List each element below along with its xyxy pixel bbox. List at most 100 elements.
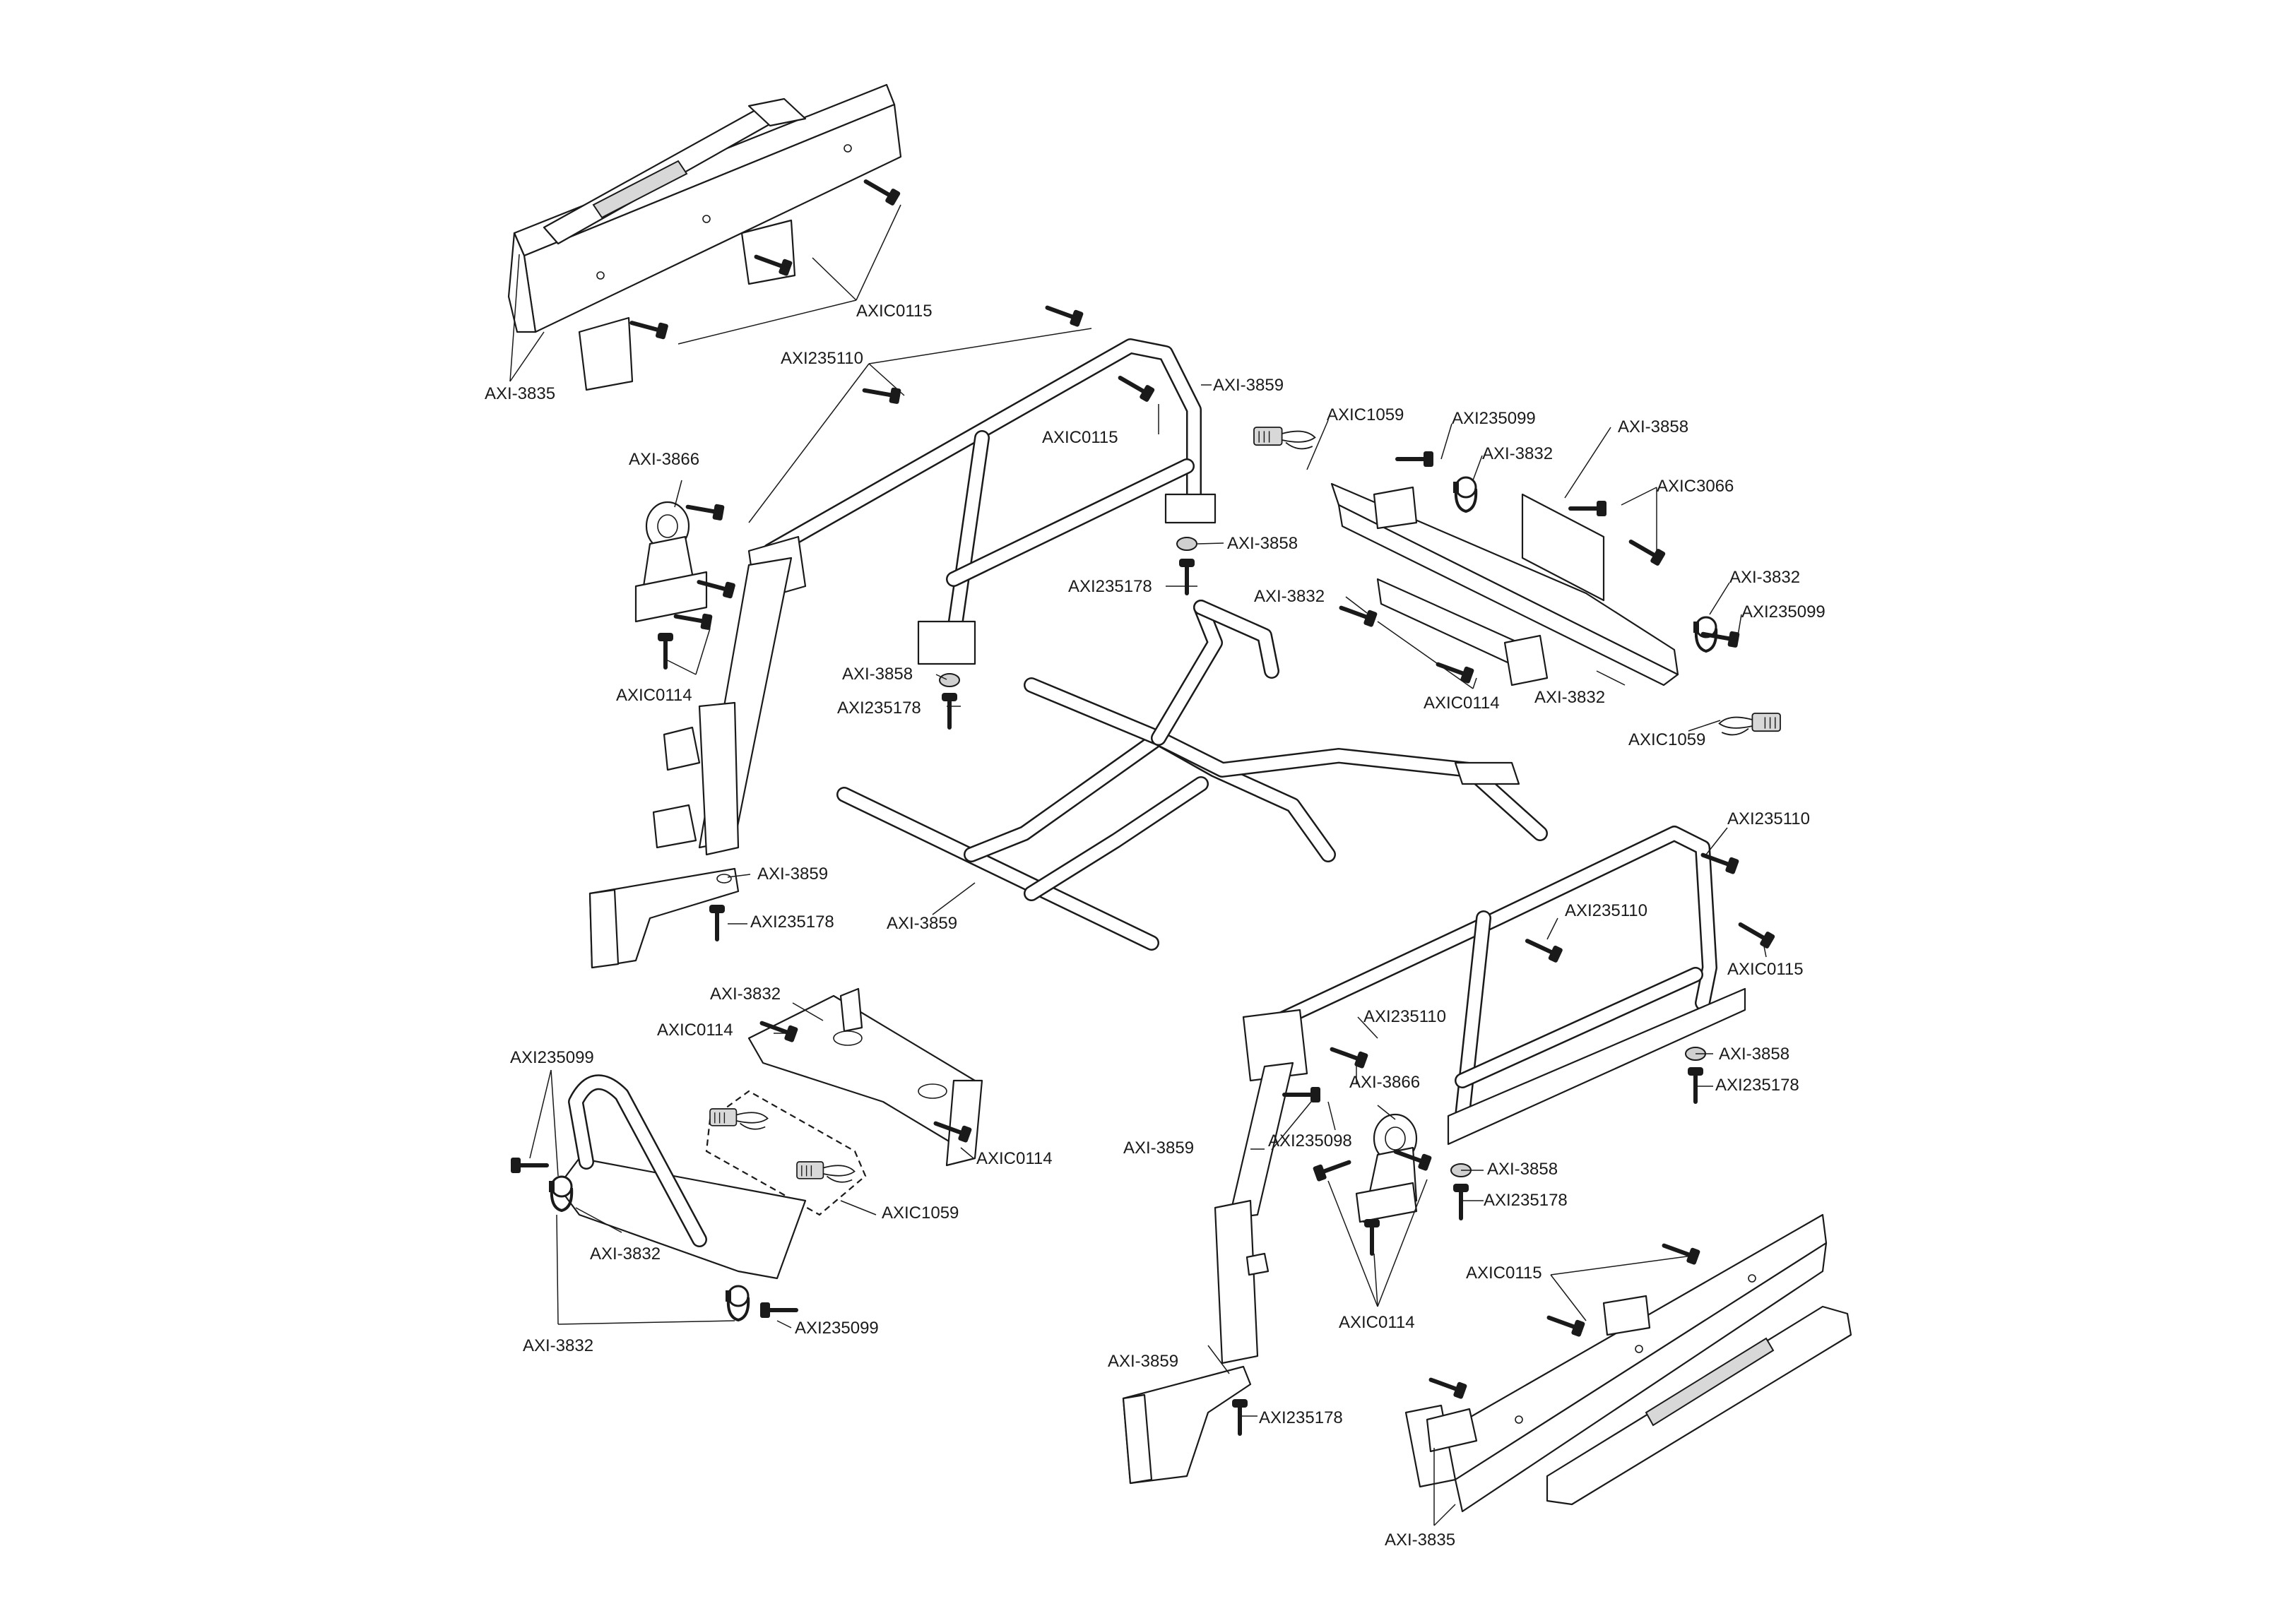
label-axi3859-left-foot: AXI-3859 — [757, 864, 828, 884]
label-axi3858-upper: AXI-3858 — [1227, 534, 1298, 553]
label-axi3859-center: AXI-3859 — [887, 914, 957, 933]
screw-tow-2 — [760, 1302, 796, 1318]
vscrew-top-1 — [1179, 559, 1195, 593]
label-axi3859-right-pillar: AXI-3859 — [1123, 1139, 1194, 1158]
label-axi3866-left: AXI-3866 — [629, 450, 699, 469]
label-axi3835-rear: AXI-3835 — [1385, 1530, 1455, 1550]
screw-front-bumper-1 — [862, 174, 901, 206]
label-axi3858-rear: AXI-3858 — [1719, 1045, 1789, 1064]
label-axi3832-right-lower: AXI-3832 — [1534, 688, 1605, 707]
label-axi3859-top: AXI-3859 — [1213, 376, 1284, 395]
left-pillar — [652, 557, 793, 856]
label-axic0114-right: AXIC0114 — [1424, 694, 1500, 713]
label-axi235099-top: AXI235099 — [1452, 409, 1536, 428]
vscrew-top-2 — [942, 693, 957, 727]
label-axi235178-rear: AXI235178 — [1715, 1076, 1799, 1095]
label-axic0114-hitch-right: AXIC0114 — [976, 1149, 1053, 1168]
screw-top-hoop-2 — [863, 383, 901, 405]
screw-right-bar-1 — [1339, 600, 1378, 627]
roll-cage-front-hoop — [747, 338, 1217, 665]
front-bumper-top — [507, 83, 902, 391]
vscrew-right-mount — [1364, 1219, 1380, 1254]
label-axic0114-right-mount: AXIC0114 — [1339, 1313, 1415, 1332]
label-axic1059-hitch: AXIC1059 — [882, 1203, 959, 1223]
vscrew-left-foot — [709, 905, 725, 939]
label-axi3835-front: AXI-3835 — [485, 384, 555, 403]
label-axi235098: AXI235098 — [1268, 1131, 1352, 1151]
clip-top-right — [1253, 427, 1316, 450]
label-axi235110-rear-3: AXI235110 — [1363, 1007, 1446, 1026]
label-axic0115-rear-bumper: AXIC0115 — [1466, 1264, 1542, 1283]
label-axi3832-hitch: AXI-3832 — [710, 985, 781, 1004]
screw-rear-bumper-3 — [1428, 1372, 1467, 1399]
label-axic0114-hitch: AXIC0114 — [657, 1021, 733, 1040]
clip-lower-right — [1718, 713, 1781, 736]
label-axi235110-rear-2: AXI235110 — [1565, 901, 1647, 920]
screw-top-hoop-1 — [1045, 300, 1084, 327]
label-axic0115-top: AXIC0115 — [1042, 428, 1118, 447]
label-axic0115-rear: AXIC0115 — [1727, 960, 1804, 979]
license-plate — [1521, 493, 1605, 602]
label-axi235099-lower-left: AXI235099 — [510, 1048, 594, 1067]
screw-top-hoop-4 — [1116, 371, 1155, 403]
part-labels: AXIC0115 AXI-3835 AXI235110 AXI-3859 AXI… — [485, 302, 1825, 1550]
label-axi3858-right-mount: AXI-3858 — [1487, 1160, 1558, 1179]
label-axi235178-right-mount: AXI235178 — [1484, 1191, 1568, 1210]
spare-tire-mount-right — [1355, 1113, 1418, 1223]
shackle-tow-1 — [548, 1175, 574, 1212]
label-axi235110-rear-1: AXI235110 — [1727, 809, 1810, 828]
rear-hitch-bar-left — [747, 987, 983, 1167]
roll-cage-rear-hoop — [1242, 826, 1746, 1146]
label-axi235099-right: AXI235099 — [1741, 602, 1825, 622]
label-axi3858-center: AXI-3858 — [842, 665, 913, 684]
screw-rear-bumper-2 — [1546, 1310, 1585, 1337]
screw-rear-bumper-1 — [1662, 1238, 1700, 1265]
label-axi3832-lower-left: AXI-3832 — [590, 1244, 661, 1264]
screw-rear-hoop-3 — [1736, 917, 1775, 949]
shackle-tow-2 — [724, 1285, 750, 1321]
screw-plate-2 — [1627, 535, 1666, 566]
screw-rear-hoop-5 — [1284, 1087, 1320, 1102]
spare-tire-mount-left — [634, 501, 708, 623]
label-axi235110-top: AXI235110 — [781, 349, 863, 368]
label-axi3832-right: AXI-3832 — [1729, 568, 1800, 587]
washer-top-1 — [1176, 537, 1197, 551]
label-axic1059-top: AXIC1059 — [1327, 405, 1404, 424]
label-axic0115-front: AXIC0115 — [856, 302, 933, 321]
label-axi235178-right-foot: AXI235178 — [1259, 1408, 1343, 1427]
clip-group-box — [705, 1090, 867, 1216]
screw-rear-hoop-2 — [1524, 934, 1563, 963]
rear-bumper-bottom — [1404, 1213, 1852, 1513]
label-axi3832-top: AXI-3832 — [1482, 444, 1553, 463]
label-axic3066: AXIC3066 — [1657, 477, 1734, 496]
label-axic0114-left: AXIC0114 — [616, 686, 692, 705]
screw-shackle-top — [1397, 451, 1433, 467]
screw-front-bumper-3 — [630, 316, 669, 340]
label-axi3832-bottom-left: AXI-3832 — [523, 1336, 593, 1355]
screw-right-bar-2 — [1436, 657, 1474, 684]
leader-lines — [509, 204, 1767, 1526]
label-axi235178-center: AXI235178 — [837, 698, 921, 718]
right-pillar — [1214, 1062, 1294, 1365]
right-foot-bracket — [1122, 1365, 1252, 1485]
rear-hitch-bar-right — [1330, 482, 1679, 686]
label-axi3866-right: AXI-3866 — [1349, 1073, 1420, 1092]
label-axi235099-bottom: AXI235099 — [795, 1319, 879, 1338]
washer-top-2 — [939, 673, 960, 687]
screw-plate-1 — [1570, 501, 1606, 516]
label-axi3858-top: AXI-3858 — [1618, 417, 1688, 436]
rear-tow-hook-bracket — [557, 1074, 807, 1280]
label-axi235178-left-foot: AXI235178 — [750, 912, 834, 932]
label-axi3832-mid: AXI-3832 — [1254, 587, 1325, 606]
screw-tow-1 — [511, 1158, 547, 1173]
screw-right-mount-1 — [1313, 1155, 1351, 1182]
label-axi235178-upper: AXI235178 — [1068, 577, 1152, 596]
center-roll-cage-frame — [836, 600, 1548, 951]
label-axic1059-right: AXIC1059 — [1628, 730, 1705, 749]
screw-rear-hoop-4 — [1330, 1042, 1368, 1069]
vscrew-rear-1 — [1688, 1067, 1703, 1102]
screw-top-hoop-3 — [687, 499, 725, 521]
shackle-top — [1452, 476, 1478, 513]
left-foot-bracket — [588, 867, 740, 969]
